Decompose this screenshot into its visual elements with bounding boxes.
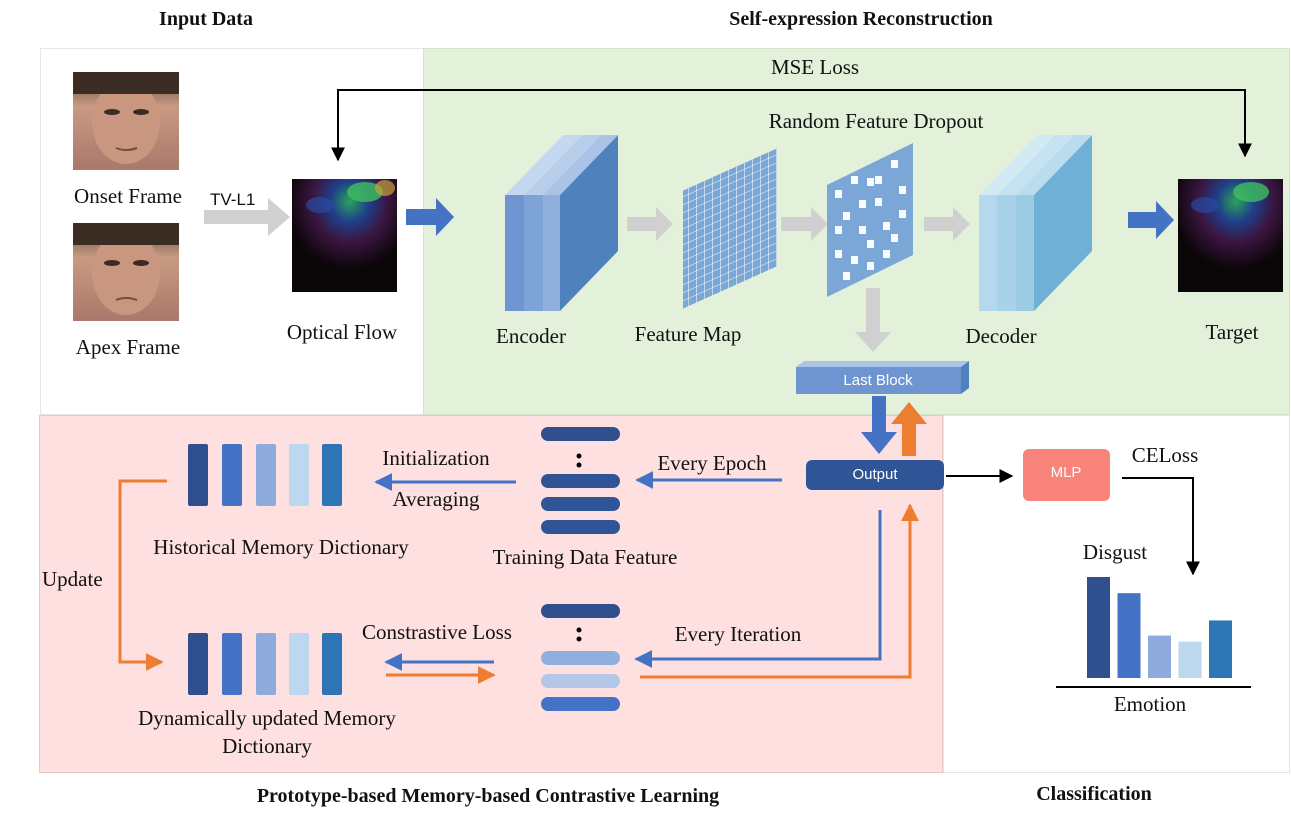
section-title-classification: Classification [1036, 783, 1152, 805]
emotion-bar-chart [1087, 577, 1232, 678]
dynamic-memory-bars [188, 633, 342, 695]
dropout-to-decoder-arrow [924, 207, 970, 241]
historical-memory-bars [188, 444, 342, 506]
initialization-label: Initialization [382, 446, 490, 470]
last-block-label: Last Block [843, 372, 913, 389]
optical-flow-label: Optical Flow [286, 320, 398, 344]
encoder-block [505, 135, 618, 311]
mse-loss-line [331, 89, 1252, 162]
celoss-label: CELoss [1131, 443, 1199, 467]
emotion-bar [1209, 620, 1232, 678]
tvl1-arrow [204, 198, 290, 236]
section-title-input: Input Data [159, 8, 253, 30]
output-to-lastblock-arrow [891, 402, 927, 456]
every-iteration-label: Every Iteration [674, 622, 802, 646]
decoder-to-target-arrow [1128, 201, 1174, 239]
last-block-box [796, 361, 969, 394]
section-title-contrastive: Prototype-based Memory-based Contrastive… [256, 785, 720, 807]
target-image [1178, 179, 1283, 292]
apex-frame-label: Apex Frame [75, 335, 181, 359]
featuremap-to-dropout-arrow [781, 207, 828, 241]
optical-flow-image [292, 179, 397, 292]
update-label: Update [42, 567, 103, 591]
emotion-bar [1087, 577, 1110, 678]
every-iteration-orange-arrow [640, 503, 919, 679]
mlp-box [1023, 449, 1110, 501]
disgust-label: Disgust [1082, 540, 1148, 564]
target-label: Target [1205, 320, 1259, 344]
dropout-label: Random Feature Dropout [768, 109, 984, 133]
emotion-bar [1148, 635, 1171, 678]
flow-to-encoder-arrow [406, 198, 454, 236]
dropout-to-lastblock-arrow [855, 288, 891, 352]
tvl1-label: TV-L1 [210, 190, 256, 209]
onset-frame-image [73, 72, 179, 170]
iteration-feature-stack [541, 604, 620, 711]
historical-memory-label: Historical Memory Dictionary [153, 535, 409, 559]
decoder-block [979, 135, 1092, 311]
onset-frame-label: Onset Frame [74, 184, 182, 208]
emotion-bar [1178, 641, 1202, 678]
update-arrow [118, 479, 167, 671]
feature-map-grid [683, 148, 777, 309]
output-label: Output [852, 466, 898, 483]
training-feature-stack [541, 427, 620, 534]
output-box [806, 460, 944, 490]
dropout-grid [827, 143, 913, 297]
mlp-label: MLP [1050, 464, 1082, 481]
mse-loss-label: MSE Loss [770, 55, 860, 79]
emotion-label: Emotion [1113, 692, 1187, 716]
decoder-label: Decoder [965, 324, 1037, 348]
contrastive-loss-label: Constrastive Loss [362, 620, 512, 644]
dynamic-memory-label-line2: Dictionary [222, 734, 312, 758]
training-feature-label: Training Data Feature [492, 545, 678, 569]
encoder-to-featuremap-arrow [627, 207, 673, 241]
averaging-label: Averaging [392, 487, 480, 511]
apex-frame-image [73, 223, 179, 321]
section-title-reconstruction: Self-expression Reconstruction [729, 8, 993, 30]
every-iteration-blue-arrow [634, 510, 882, 668]
mlp-to-classifier-arrow [1122, 477, 1200, 576]
every-epoch-label: Every Epoch [657, 451, 767, 475]
dynamic-memory-label-line1: Dynamically updated Memory [138, 706, 396, 730]
feature-map-label: Feature Map [634, 322, 742, 346]
lastblock-to-output-arrow [861, 396, 897, 454]
encoder-label: Encoder [496, 324, 566, 348]
emotion-bar [1117, 593, 1141, 678]
